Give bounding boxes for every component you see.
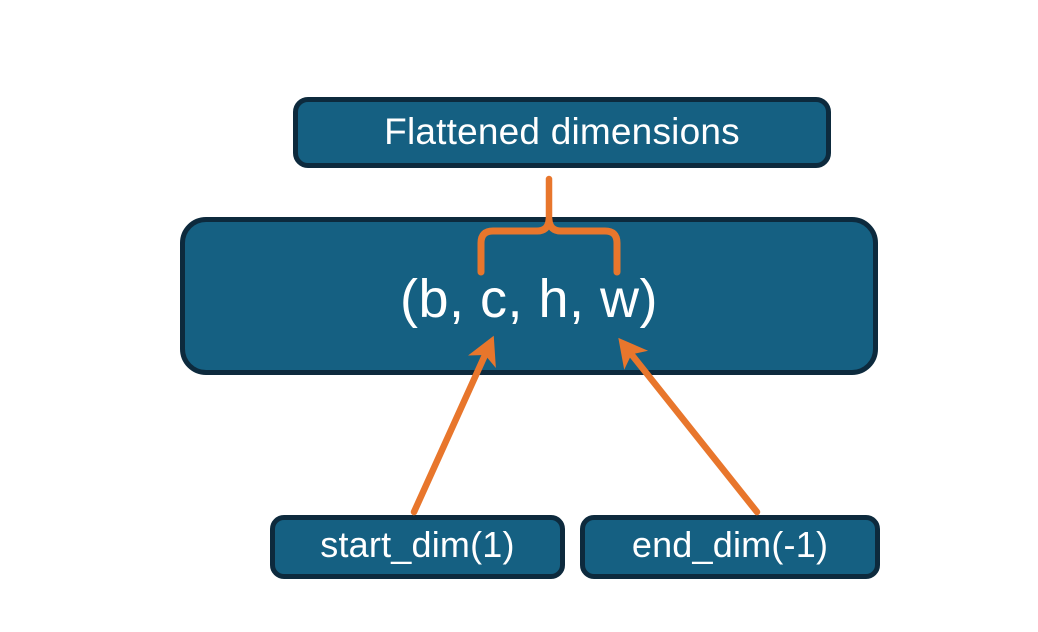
- start-dim-label: start_dim(1): [320, 524, 515, 565]
- tensor-shape-box: (b, c, h, w): [180, 217, 878, 375]
- flattened-dimensions-label: Flattened dimensions: [384, 110, 740, 152]
- flattened-dimensions-box: Flattened dimensions: [293, 97, 831, 168]
- tensor-shape-label: (b, c, h, w): [399, 269, 659, 329]
- end-dim-box: end_dim(-1): [580, 515, 880, 579]
- start-dim-box: start_dim(1): [270, 515, 565, 579]
- end-dim-label: end_dim(-1): [631, 524, 829, 565]
